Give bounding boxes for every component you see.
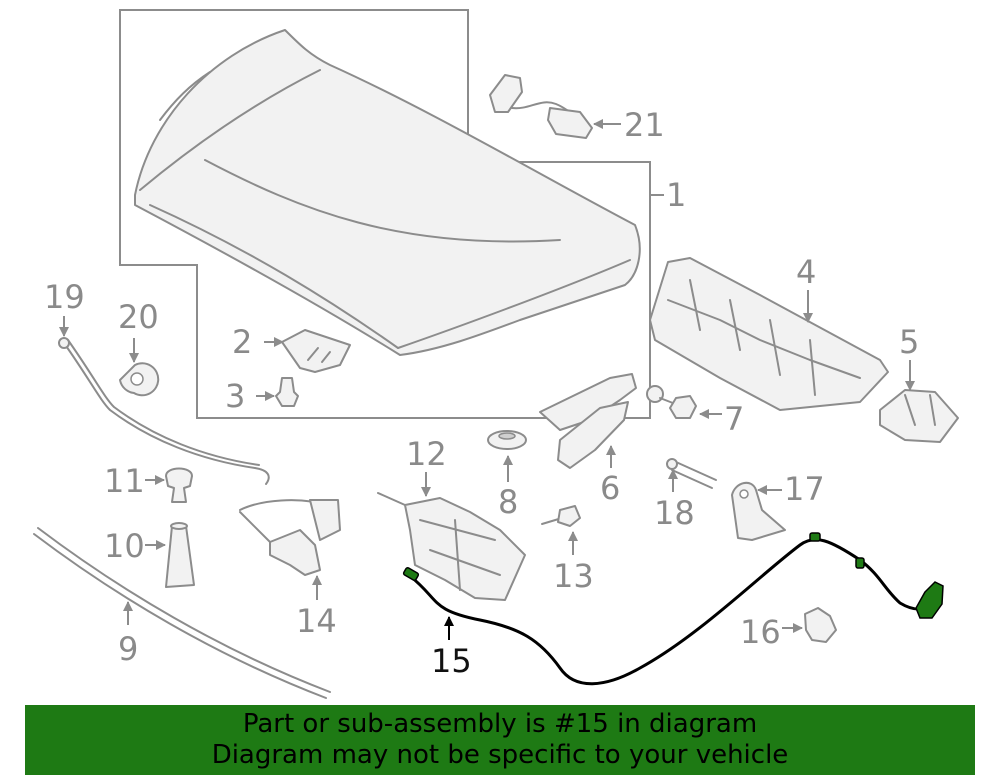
latch-12[interactable] <box>377 492 526 601</box>
callout-2: 2 <box>232 323 284 361</box>
clip-3[interactable] <box>275 377 299 407</box>
callout-18: 18 <box>654 469 695 532</box>
release-14[interactable] <box>239 499 341 576</box>
callout-label: 9 <box>118 630 138 668</box>
bracket-2[interactable] <box>281 329 351 373</box>
callout-13: 13 <box>553 531 594 595</box>
pad-5[interactable] <box>879 389 959 443</box>
callout-label: 11 <box>104 462 145 500</box>
insulator-4[interactable] <box>649 257 889 411</box>
callout-label: 17 <box>784 470 825 508</box>
callout-label-highlighted: 15 <box>431 642 472 680</box>
banner-line-1: Part or sub-assembly is #15 in diagram <box>242 709 758 739</box>
hood-group[interactable] <box>119 9 651 419</box>
callout-label: 3 <box>225 377 245 415</box>
callout-14: 14 <box>296 575 337 640</box>
callout-label: 4 <box>796 253 816 291</box>
info-banner: Part or sub-assembly is #15 in diagram D… <box>25 705 975 775</box>
callout-3: 3 <box>225 377 275 415</box>
callout-label: 12 <box>406 435 447 473</box>
stop-11[interactable] <box>165 467 193 503</box>
clip-16[interactable] <box>804 607 837 643</box>
callout-label: 10 <box>104 527 145 565</box>
callout-label: 18 <box>654 494 695 532</box>
callout-label: 2 <box>232 323 252 361</box>
hinge-6[interactable] <box>539 373 637 469</box>
callout-label: 8 <box>498 483 518 521</box>
callout-label: 20 <box>118 298 159 336</box>
callout-4: 4 <box>796 253 816 323</box>
callout-17: 17 <box>757 470 825 508</box>
callout-label: 7 <box>724 400 744 438</box>
pin-18[interactable] <box>666 458 717 489</box>
bracket-17[interactable] <box>731 481 786 541</box>
callout-label: 13 <box>553 557 594 595</box>
callout-9: 9 <box>118 601 138 668</box>
callout-label: 6 <box>600 469 620 507</box>
callout-label: 5 <box>899 323 919 361</box>
bumper-8[interactable] <box>487 430 527 450</box>
release-cable-15[interactable] <box>402 532 944 686</box>
callout-6: 6 <box>600 445 620 507</box>
bolt-7[interactable] <box>646 385 697 419</box>
callout-21: 21 <box>593 106 665 144</box>
callout-12: 12 <box>406 435 447 497</box>
prop-rod-19[interactable] <box>58 337 270 485</box>
callout-19: 19 <box>44 278 85 337</box>
callout-7: 7 <box>699 400 744 438</box>
callout-11: 11 <box>104 462 165 500</box>
seal-9[interactable] <box>33 527 331 699</box>
callout-label: 1 <box>666 176 686 214</box>
banner-line-2: Diagram may not be specific to your vehi… <box>211 740 789 770</box>
callout-10: 10 <box>104 527 166 565</box>
support-10[interactable] <box>165 522 195 588</box>
callout-label: 16 <box>740 613 781 651</box>
switch-21[interactable] <box>489 74 593 139</box>
callout-20: 20 <box>118 298 159 363</box>
callout-16: 16 <box>740 613 803 651</box>
callout-label: 21 <box>624 106 665 144</box>
grommet-20[interactable] <box>119 362 160 397</box>
callout-15: 15 <box>431 616 472 680</box>
callout-label: 14 <box>296 602 337 640</box>
callout-1: 1 <box>650 176 686 214</box>
bolt-13[interactable] <box>541 505 581 527</box>
callout-8: 8 <box>498 455 518 521</box>
callout-label: 19 <box>44 278 85 316</box>
callout-5: 5 <box>899 323 919 391</box>
